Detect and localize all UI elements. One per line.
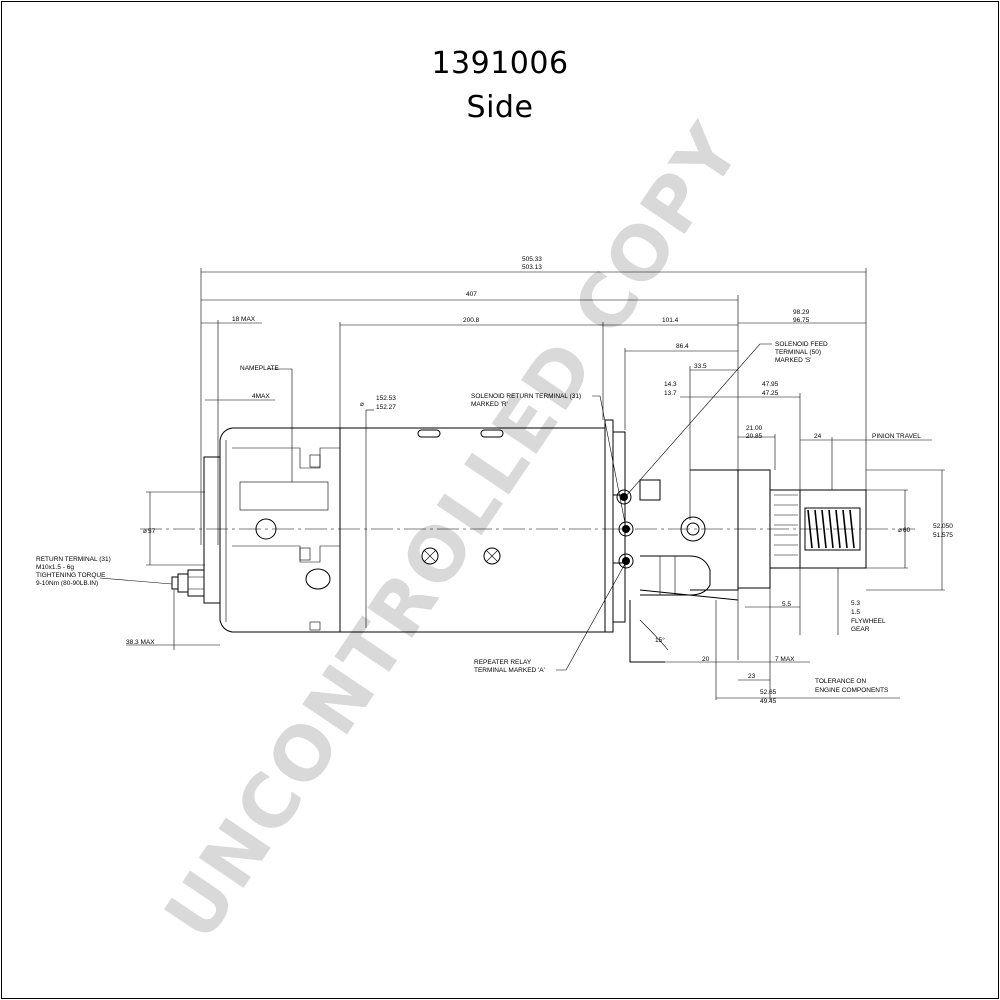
housing-screw-1 — [421, 547, 439, 565]
dim-21-min: 20.85 — [746, 433, 763, 440]
solenoid-return-terminal — [618, 521, 634, 537]
dim-98-max: 98.29 — [793, 309, 810, 316]
dia-symbol-152: ⌀ — [360, 401, 364, 408]
dim-1-5: 1.5 — [851, 609, 860, 616]
ret-term-line-3: TIGHTENING TORQUE — [36, 572, 106, 579]
dim-14-min: 13.7 — [664, 390, 677, 397]
dim-52-max: 52.65 — [760, 689, 777, 696]
nose-bolt — [680, 516, 706, 542]
dim-travel-val: 24 — [814, 433, 822, 440]
sol-feed-line-3: MARKED 'S' — [775, 357, 811, 364]
view-name: Side — [466, 90, 534, 125]
dim-solenoid: 101.4 — [662, 317, 679, 324]
dia-57-symbol: ⌀ — [143, 528, 147, 535]
dia-52-min: 51.575 — [933, 532, 953, 539]
tolerance-line-2: ENGINE COMPONENTS — [815, 687, 889, 694]
top-dimensions: 505.33 503.13 407 98.29 96.75 18 MAX 200… — [200, 256, 932, 660]
inspection-cap — [255, 518, 277, 540]
part-number: 1391006 — [431, 46, 569, 81]
dim-4max: 4MAX — [252, 393, 270, 400]
dim-86: 86.4 — [676, 343, 689, 350]
dia-57: 57 — [148, 528, 156, 535]
ret-term-line-1: RETURN TERMINAL (31) — [36, 556, 111, 563]
dim-47-max: 47.95 — [762, 381, 779, 388]
housing-screw-2 — [483, 547, 501, 565]
watermark: UNCONTROLLED COPY — [149, 109, 759, 955]
repeater-relay-terminal — [618, 553, 634, 569]
relay-line-1: REPEATER RELAY — [474, 659, 532, 666]
sol-return-line-2: MARKED 'R' — [471, 401, 508, 408]
dia-60-symbol: ⌀ — [898, 527, 902, 534]
dim-housing: 200.8 — [463, 317, 480, 324]
dim-33: 33.5 — [694, 363, 707, 370]
ret-term-line-2: M10x1.5 - 6g — [36, 564, 74, 571]
dim-47-min: 47.25 — [762, 390, 779, 397]
nameplate-label: NAMEPLATE — [240, 365, 280, 372]
gear-label: GEAR — [851, 626, 870, 633]
lower-dimensions: 5.5 5.3 1.5 FLYWHEEL GEAR 20 7 MAX 23 52… — [639, 568, 900, 705]
callouts: NAMEPLATE SOLENOID FEED TERMINAL (50) MA… — [36, 341, 889, 694]
dim-5-3: 5.3 — [851, 600, 860, 607]
tolerance-line-1: TOLERANCE ON — [815, 678, 866, 685]
dia-52-max: 52.050 — [933, 523, 953, 530]
sol-return-line-1: SOLENOID RETURN TERMINAL (31) — [471, 393, 581, 400]
dia-152-max: 152.53 — [376, 395, 396, 402]
dim-angle: 15° — [655, 636, 665, 644]
terminal-boot — [305, 568, 331, 590]
flywheel-label: FLYWHEEL — [851, 618, 886, 625]
pinion-travel-label: PINION TRAVEL — [872, 433, 921, 440]
dim-5-5: 5.5 — [782, 601, 791, 608]
dim-body-length: 407 — [466, 291, 477, 298]
dim-52-min: 49.45 — [760, 698, 777, 705]
dim-overall-min: 503.13 — [522, 264, 542, 271]
sol-feed-line-2: TERMINAL (50) — [775, 349, 821, 356]
dim-20: 20 — [702, 656, 710, 663]
ret-term-line-4: 9-10Nm (80-90LB.IN) — [36, 580, 98, 587]
pinion-assembly: 52.050 51.575 ⌀ 60 — [737, 469, 953, 591]
dim-38: 38.3 MAX — [126, 639, 155, 646]
nameplate — [239, 481, 329, 511]
end-cap — [203, 427, 341, 633]
sol-feed-line-1: SOLENOID FEED — [775, 341, 828, 348]
dia-152-min: 152.27 — [376, 404, 396, 411]
dim-14-max: 14.3 — [664, 381, 677, 388]
dim-7max: 7 MAX — [775, 656, 795, 663]
dim-end-cap: 18 MAX — [232, 316, 256, 323]
solenoid — [604, 419, 739, 663]
return-terminal-stud — [171, 569, 205, 597]
dim-21-max: 21.00 — [746, 425, 763, 432]
dim-23: 23 — [748, 673, 756, 680]
relay-line-2: TERMINAL MARKED 'A' — [474, 667, 545, 674]
left-dimensions: ⌀ 57 38.3 MAX — [126, 491, 220, 650]
dim-98-min: 96.75 — [793, 317, 810, 324]
pinion-gear — [804, 507, 861, 551]
dia-60: 60 — [903, 527, 911, 534]
dim-overall-max: 505.33 — [522, 256, 542, 263]
solenoid-feed-terminal — [616, 489, 632, 505]
